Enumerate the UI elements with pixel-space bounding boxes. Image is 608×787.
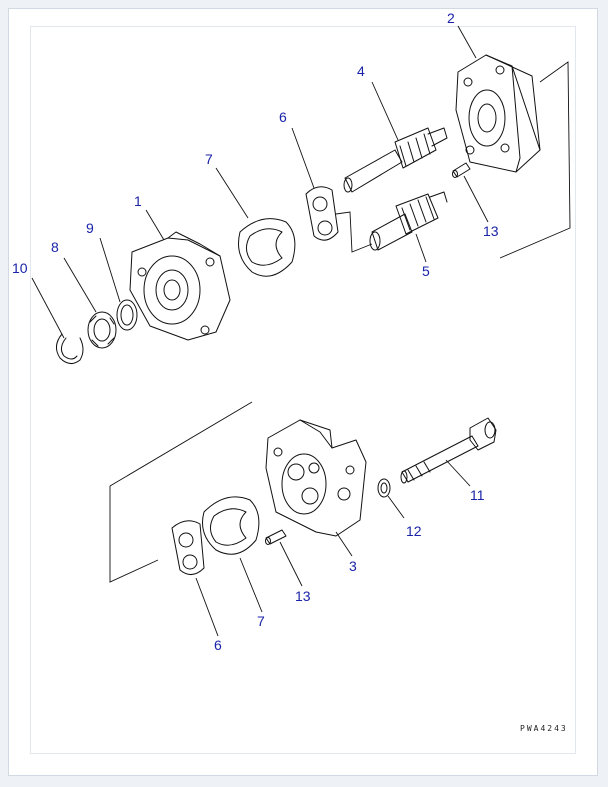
callout-7-top: 7 [205, 151, 213, 167]
callout-3: 3 [349, 558, 357, 574]
callout-1: 1 [134, 193, 142, 209]
part-6-bushing-top[interactable] [305, 186, 339, 241]
callout-6-bottom: 6 [214, 637, 222, 653]
bracket-line-top [499, 61, 571, 259]
part-8-oil-seal[interactable] [87, 311, 117, 349]
callout-6-top: 6 [279, 109, 287, 125]
part-6-bushing-bottom[interactable] [171, 520, 205, 575]
part-4-drive-shaft[interactable] [343, 127, 448, 193]
bracket-line-6 [335, 211, 373, 253]
callout-labels: 2 4 13 5 6 7 1 9 8 10 11 12 3 13 7 6 [12, 10, 499, 653]
callout-8: 8 [51, 239, 59, 255]
callout-13-bottom: 13 [295, 588, 311, 604]
part-7-seal-top[interactable] [238, 218, 296, 277]
callout-7-bottom: 7 [257, 613, 265, 629]
bracket-line-bottom [109, 401, 253, 583]
part-13-dowel-pin-bottom[interactable] [265, 529, 287, 545]
diagram-panel [30, 26, 576, 754]
callout-5: 5 [422, 263, 430, 279]
part-5-driven-gear[interactable] [369, 191, 448, 251]
part-12-washer[interactable] [377, 478, 391, 498]
part-3-gear-body[interactable] [265, 419, 367, 537]
part-2-housing-plate[interactable] [455, 54, 541, 173]
drawing-code: PWA4243 [520, 724, 568, 733]
part-7-seal-bottom[interactable] [202, 496, 260, 555]
part-9-washer[interactable] [116, 299, 138, 331]
callout-4: 4 [357, 63, 365, 79]
leader-lines [31, 25, 489, 637]
part-13-dowel-pin-top[interactable] [452, 162, 471, 178]
callout-10: 10 [12, 260, 28, 276]
part-1-front-cover[interactable] [129, 231, 231, 341]
part-10-snap-ring[interactable] [56, 333, 84, 364]
callout-12: 12 [406, 523, 422, 539]
part-11-bolt[interactable] [400, 417, 497, 484]
callout-11: 11 [470, 487, 485, 503]
callout-13-top: 13 [483, 223, 499, 239]
callout-2: 2 [447, 10, 455, 26]
callout-9: 9 [86, 220, 94, 236]
